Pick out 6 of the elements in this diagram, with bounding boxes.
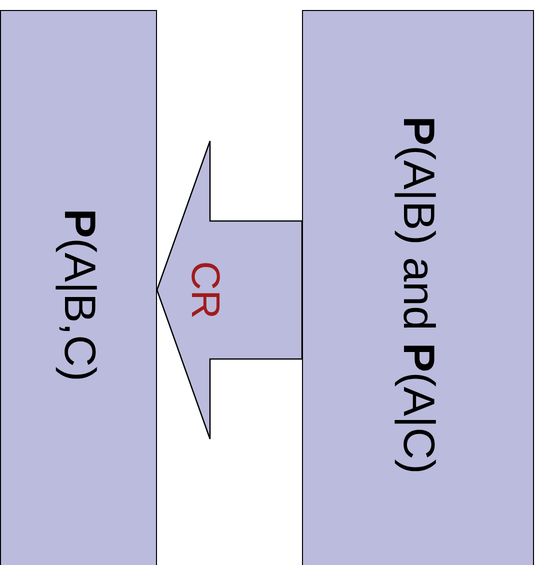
text-box	[0, 10, 157, 565]
formula-text: P(A|B,C)	[56, 208, 100, 382]
block-arrow	[156, 140, 303, 440]
edge-label: CR	[185, 261, 225, 319]
formula-text: P(A|B) and P(A|C)	[396, 116, 440, 474]
text-box	[302, 10, 534, 565]
